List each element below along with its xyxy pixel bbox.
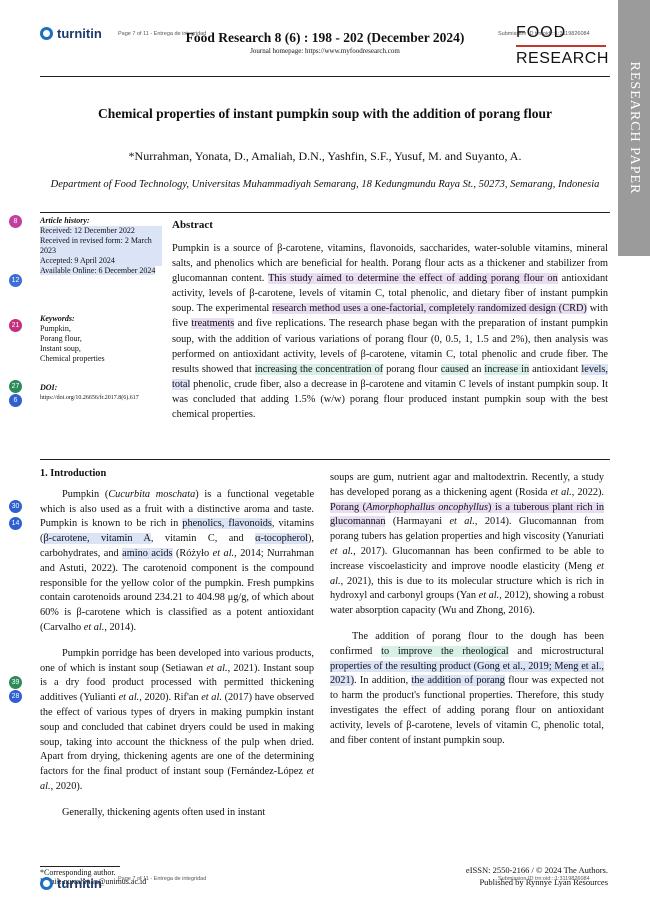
intro-paragraph-3: Generally, thickening agents often used … bbox=[62, 806, 266, 818]
keyword-item: Chemical properties bbox=[40, 354, 105, 363]
section-heading: 1. Introduction bbox=[40, 468, 107, 479]
intro-paragraph-5: The addition of porang flour to the doug… bbox=[330, 630, 604, 746]
issn-info: eISSN: 2550-2166 / © 2024 The Authors. P… bbox=[465, 865, 608, 887]
history-revised: Received in revised form: 2 March 2023 bbox=[40, 236, 162, 256]
history-online: Available Online: 6 December 2024 bbox=[40, 266, 156, 275]
abstract-heading: Abstract bbox=[172, 219, 213, 231]
intro-paragraph-1: Pumpkin (Cucurbita moschata) is a functi… bbox=[40, 488, 315, 633]
footnote-rule bbox=[40, 866, 120, 867]
food-research-logo-top: FOOD bbox=[516, 24, 567, 41]
author-list: *Nurrahman, Yonata, D., Amaliah, D.N., Y… bbox=[128, 149, 522, 163]
doi-link[interactable]: https://doi.org/10.26656/fr.2017.8(6).61… bbox=[40, 395, 139, 401]
history-accepted: Accepted: 9 April 2024 bbox=[40, 256, 162, 266]
keyword-item: Instant soup, bbox=[40, 344, 81, 353]
right-column: soups are gum, nutrient agar and maltode… bbox=[330, 471, 604, 748]
intro-paragraph-4: soups are gum, nutrient agar and maltode… bbox=[330, 472, 605, 617]
similarity-badge[interactable]: 8 bbox=[9, 215, 22, 228]
food-research-logo-bottom: RESEARCH bbox=[516, 50, 609, 67]
keyword-item: Porang flour, bbox=[40, 334, 82, 343]
similarity-badge[interactable]: 39 bbox=[9, 676, 22, 689]
corresponding-author: *Corresponding author. Email: nurrahman@… bbox=[40, 868, 147, 886]
turnitin-submission-id-top: Submission ID trn:oid:::1:3119826084 bbox=[498, 31, 590, 37]
doi-block: DOI: https://doi.org/10.26656/fr.2017.8(… bbox=[40, 383, 162, 403]
similarity-badge[interactable]: 6 bbox=[9, 394, 22, 407]
journal-homepage[interactable]: Journal homepage: https://www.myfoodrese… bbox=[250, 47, 400, 55]
turnitin-icon bbox=[40, 877, 53, 890]
abstract-body: Pumpkin is a source of β-carotene, vitam… bbox=[172, 243, 608, 421]
turnitin-icon bbox=[40, 27, 53, 40]
abstract-bottom-rule bbox=[40, 459, 610, 460]
similarity-badge[interactable]: 27 bbox=[9, 380, 22, 393]
keyword-item: Pumpkin, bbox=[40, 324, 71, 333]
journal-header: Food Research 8 (6) : 198 - 202 (Decembe… bbox=[185, 30, 465, 45]
article-history: Article history: Received: 12 December 2… bbox=[40, 216, 162, 276]
author-email[interactable]: Email: nurrahman@unimus.ac.id bbox=[40, 877, 147, 886]
turnitin-page-label-bottom: Page 7 of 11 - Entrega de integridad bbox=[118, 876, 207, 882]
abstract-top-rule bbox=[40, 212, 610, 213]
turnitin-submission-id-bottom: Submission ID trn:oid:::1:3119826084 bbox=[498, 876, 590, 882]
left-column: 1. Introduction Pumpkin (Cucurbita mosch… bbox=[40, 467, 314, 821]
header-rule bbox=[40, 76, 610, 77]
affiliation: Department of Food Technology, Universit… bbox=[50, 179, 600, 190]
similarity-badge[interactable]: 21 bbox=[9, 319, 22, 332]
similarity-badge[interactable]: 28 bbox=[9, 690, 22, 703]
research-paper-tab: RESEARCH PAPER bbox=[618, 0, 650, 256]
intro-paragraph-2: Pumpkin porridge has been developed into… bbox=[40, 647, 315, 792]
keywords: Keywords: Pumpkin, Porang flour, Instant… bbox=[40, 314, 162, 364]
publisher: Published by Rynnye Lyan Resources bbox=[479, 877, 608, 887]
history-received: Received: 12 December 2022 bbox=[40, 226, 162, 236]
similarity-badge[interactable]: 12 bbox=[9, 274, 22, 287]
logo-divider bbox=[516, 45, 606, 47]
paper-title: Chemical properties of instant pumpkin s… bbox=[98, 106, 552, 121]
turnitin-logo-top: turnitin bbox=[40, 26, 102, 41]
similarity-badge[interactable]: 30 bbox=[9, 500, 22, 513]
similarity-badge[interactable]: 14 bbox=[9, 517, 22, 530]
research-paper-label: RESEARCH PAPER bbox=[627, 61, 642, 195]
turnitin-logo-bottom: turnitin bbox=[40, 876, 102, 891]
turnitin-page-label-top: Page 7 of 11 - Entrega de integridad bbox=[118, 31, 207, 37]
